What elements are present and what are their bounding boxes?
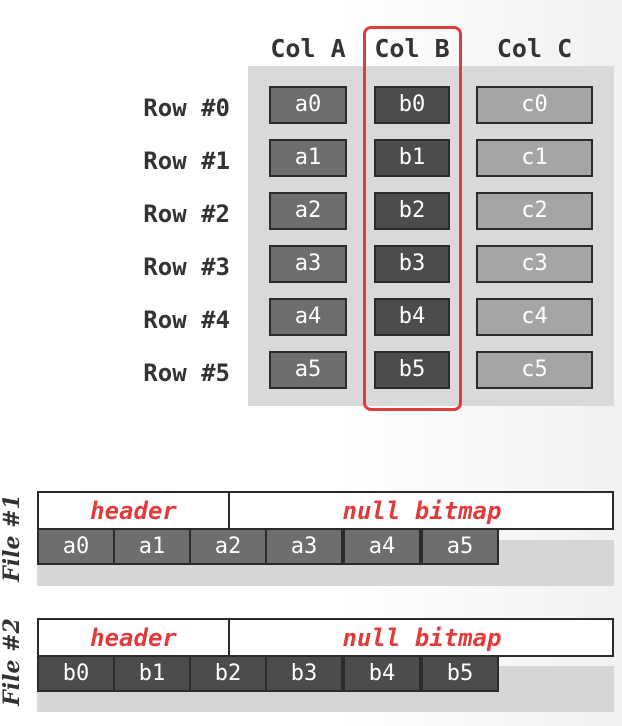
row-label-2: Row #2 — [143, 200, 230, 228]
column-header-b: Col B — [374, 34, 450, 63]
row-label-4: Row #4 — [143, 306, 230, 334]
column-b-highlight — [363, 26, 462, 411]
file-2-cell-5: b5 — [421, 655, 499, 692]
cell-a4: a4 — [269, 298, 347, 336]
column-header-a: Col A — [270, 34, 346, 63]
cell-c5: c5 — [476, 351, 593, 389]
file-1-cell-3: a3 — [265, 528, 343, 565]
file-1-header-text: header — [90, 497, 177, 525]
cell-b2: b2 — [374, 192, 450, 230]
cell-b5: b5 — [374, 351, 450, 389]
cell-c1: c1 — [476, 139, 593, 177]
column-header-c: Col C — [496, 34, 573, 63]
cell-a2: a2 — [269, 192, 347, 230]
cell-b0: b0 — [374, 86, 450, 124]
file-2-cell-3: b3 — [265, 655, 343, 692]
cell-b3: b3 — [374, 245, 450, 283]
file-2-label: File #2 — [0, 618, 25, 706]
file-1-cell-5: a5 — [421, 528, 499, 565]
file-2-header-text: header — [90, 624, 177, 652]
file-1-null-bitmap-text: null bitmap — [342, 497, 502, 525]
cell-a3: a3 — [269, 245, 347, 283]
cell-c0: c0 — [476, 86, 593, 124]
cell-b4: b4 — [374, 298, 450, 336]
file-2-cell-2: b2 — [189, 655, 267, 692]
file-2-cell-0: b0 — [37, 655, 115, 692]
cell-a0: a0 — [269, 86, 347, 124]
row-label-1: Row #1 — [143, 147, 230, 175]
file-2-header-segment — [37, 618, 230, 657]
row-label-3: Row #3 — [143, 253, 230, 281]
cell-c3: c3 — [476, 245, 593, 283]
row-label-0: Row #0 — [143, 94, 230, 122]
file-1-cell-4: a4 — [343, 528, 421, 565]
file-2-null-bitmap-text: null bitmap — [342, 624, 502, 652]
file-2-cell-1: b1 — [113, 655, 191, 692]
cell-a1: a1 — [269, 139, 347, 177]
file-1-cell-2: a2 — [189, 528, 267, 565]
cell-c4: c4 — [476, 298, 593, 336]
cell-b1: b1 — [374, 139, 450, 177]
cell-a5: a5 — [269, 351, 347, 389]
row-label-5: Row #5 — [143, 359, 230, 387]
cell-c2: c2 — [476, 192, 593, 230]
file-1-cell-1: a1 — [113, 528, 191, 565]
file-1-label: File #1 — [0, 494, 25, 582]
file-1-cell-0: a0 — [37, 528, 115, 565]
file-2-cell-4: b4 — [343, 655, 421, 692]
